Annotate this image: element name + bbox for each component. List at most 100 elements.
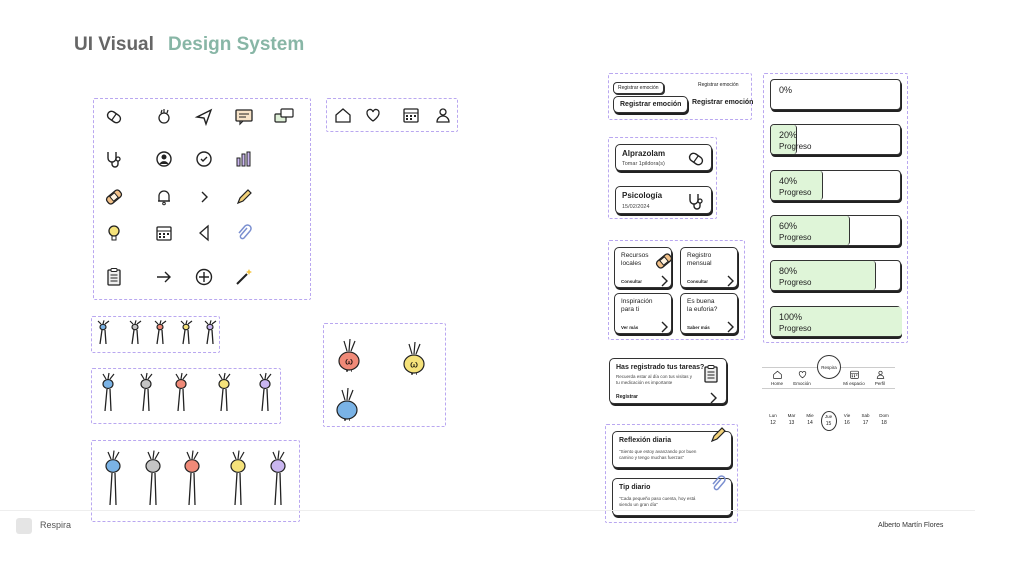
creature-illustration xyxy=(180,320,193,345)
creature-illustration xyxy=(336,387,358,421)
user-icon[interactable] xyxy=(432,104,454,126)
register-emotion-button-small-outlined[interactable]: Registrar emoción xyxy=(613,82,664,94)
creature-illustration xyxy=(154,320,167,345)
creature-illustration: ω xyxy=(338,338,360,372)
home-icon[interactable] xyxy=(332,104,354,126)
daily-reflection-card[interactable]: Reflexión diaria "Siento que estoy avanz… xyxy=(612,427,732,468)
calendar-day-name: Sab xyxy=(861,413,870,418)
progress-label: 40% xyxy=(779,176,798,186)
progress-bar: 100%Progreso xyxy=(770,306,902,337)
reflection-cards-panel xyxy=(605,424,738,523)
register-emotion-button-large-outlined[interactable]: Registrar emoción xyxy=(613,96,689,113)
resource-card[interactable]: Es buena la euforia? Saber más xyxy=(680,293,738,334)
send-icon xyxy=(193,106,215,128)
page-title: UI Visual xyxy=(74,34,154,55)
appointment-title: Psicología xyxy=(622,191,663,200)
creature-illustration xyxy=(204,320,217,345)
creature-illustration xyxy=(105,450,121,506)
chevron-right-icon[interactable] xyxy=(653,270,675,292)
resource-card-title-line1: Es buena xyxy=(687,298,715,305)
creature-panel-faces xyxy=(323,323,446,427)
medication-card[interactable]: Alprazolam Tomar 1pildora(s) xyxy=(615,144,712,171)
task-body-line2: tu medicación es importante xyxy=(616,380,673,385)
register-emotion-button-small-text[interactable]: Registrar emoción xyxy=(698,82,739,88)
bottom-nav-label: Mi espacio xyxy=(843,381,865,386)
resource-card[interactable]: Registro mensual Consultar xyxy=(680,247,738,288)
register-emotion-button-large-text[interactable]: Registrar emoción xyxy=(692,99,754,106)
resource-card-action[interactable]: Consultar xyxy=(621,279,643,284)
creature-panel-small xyxy=(91,316,220,353)
creature-illustration xyxy=(140,372,153,412)
progress-sub: Progreso xyxy=(779,278,812,287)
resource-card-action[interactable]: Consultar xyxy=(687,279,709,284)
bar-chart-icon xyxy=(233,148,255,170)
creature-panel-medium xyxy=(91,368,281,424)
chats-icon xyxy=(273,106,295,128)
progress-sub: Progreso xyxy=(779,233,812,242)
tip-title: Tip diario xyxy=(619,484,651,491)
daily-tip-card[interactable]: Tip diario "Cada pequeño paso cuenta, ho… xyxy=(612,475,732,516)
bottom-nav-item[interactable]: Home xyxy=(765,368,789,388)
reflection-body-line1: "Siento que estoy avanzando por buen xyxy=(619,449,697,454)
resource-card[interactable]: Recursos locales Consultar xyxy=(614,247,673,288)
progress-sub: Progreso xyxy=(779,142,812,151)
pencil-icon xyxy=(233,186,255,208)
calendar-icon xyxy=(848,368,860,380)
appointment-date: 15/02/2024 xyxy=(622,204,650,210)
respira-center-label: Respira xyxy=(821,364,837,370)
calendar-icon[interactable] xyxy=(400,104,422,126)
arrow-right-icon xyxy=(153,266,175,288)
resource-card-action[interactable]: Ver más xyxy=(621,325,639,330)
resource-card-action[interactable]: Saber más xyxy=(687,325,710,330)
calendar-day-name: Mie xyxy=(806,413,814,418)
chevron-right-icon[interactable] xyxy=(653,316,675,338)
respira-center-button[interactable]: Respira xyxy=(817,355,841,379)
creature-illustration xyxy=(102,372,115,412)
tip-body-line1: "Cada pequeño paso cuenta, hoy está xyxy=(619,496,696,501)
calendar-day-name: Vie xyxy=(843,413,851,418)
creature-illustration: ω xyxy=(403,341,425,375)
chevron-right-icon[interactable] xyxy=(719,316,741,338)
hand-icon xyxy=(153,106,175,128)
progress-sub: Progreso xyxy=(779,324,812,333)
chevron-right-icon[interactable] xyxy=(719,270,741,292)
resource-card-title-line1: Inspiración xyxy=(621,298,653,305)
chat-icon xyxy=(233,106,255,128)
resource-card-title-line2: mensual xyxy=(687,260,712,267)
progress-fill xyxy=(771,261,876,290)
creature-illustration xyxy=(175,372,188,412)
bottom-nav-item[interactable]: Perfil xyxy=(868,368,892,388)
chevron-right-icon[interactable] xyxy=(702,387,724,409)
medication-sub: Tomar 1pildora(s) xyxy=(622,161,665,167)
medication-title: Alprazolam xyxy=(622,149,666,158)
calendar-icon xyxy=(153,222,175,244)
home-icon xyxy=(771,368,783,380)
bottom-nav-item[interactable]: Emoción xyxy=(790,368,814,388)
magic-wand-icon xyxy=(233,266,255,288)
user-circle-icon xyxy=(153,148,175,170)
appointment-card[interactable]: Psicología 15/02/2024 xyxy=(615,186,712,214)
bottom-nav-item[interactable]: Mi espacio xyxy=(842,368,866,388)
footer-author: Alberto Martín Flores xyxy=(878,522,944,529)
user-icon xyxy=(874,368,886,380)
resource-card[interactable]: Inspiración para ti Ver más xyxy=(614,293,672,334)
clipboard-icon xyxy=(103,266,125,288)
task-action-link[interactable]: Registrar xyxy=(616,394,638,400)
progress-fill xyxy=(771,171,824,200)
calendar-date: 13 xyxy=(788,420,795,426)
progress-bar: 60%Progreso xyxy=(770,215,901,246)
heart-icon[interactable] xyxy=(362,104,384,126)
plus-circle-icon xyxy=(193,266,215,288)
creature-illustration xyxy=(259,372,272,412)
bandage-icon xyxy=(103,186,125,208)
task-reminder-card[interactable]: Has registrado tus tareas? Recuerda esta… xyxy=(609,358,727,404)
check-circle-icon xyxy=(193,148,215,170)
